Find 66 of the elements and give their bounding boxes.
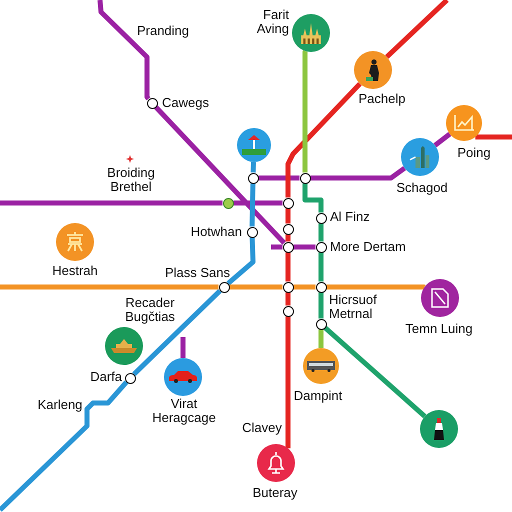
metro-line xyxy=(154,105,286,245)
station-name: Pachelp xyxy=(358,92,406,106)
metro-line xyxy=(286,292,290,306)
metro-line xyxy=(0,380,128,512)
metro-line xyxy=(180,337,186,358)
map-label: Clavey xyxy=(242,421,282,435)
metro-line xyxy=(294,244,316,250)
metro-line xyxy=(132,289,222,376)
station-name: Darfa xyxy=(90,370,122,384)
metro-line xyxy=(302,184,324,212)
station-name: Buteray xyxy=(252,486,298,500)
metro-line xyxy=(433,132,452,148)
station-dot xyxy=(300,172,310,184)
metro-line xyxy=(234,200,282,206)
metro-line xyxy=(230,284,282,290)
metro-line xyxy=(226,237,256,286)
metro-line xyxy=(475,134,512,140)
station-marker xyxy=(420,410,458,448)
metro-line xyxy=(271,244,282,250)
station-name: Schagod xyxy=(396,181,448,195)
station-name: Poing xyxy=(457,146,491,160)
station-name: Dampint xyxy=(294,389,342,403)
metro-line xyxy=(250,183,256,227)
station-name: Hestrah xyxy=(52,264,98,278)
metro-line xyxy=(385,0,449,59)
metro-line xyxy=(310,166,406,180)
metro-line xyxy=(286,252,290,282)
station-dot xyxy=(248,172,258,184)
station-name: Hotwhan xyxy=(190,225,242,239)
metro-line xyxy=(0,284,218,290)
metro-line xyxy=(318,292,324,318)
map-label: Broiding Brethel xyxy=(107,166,155,194)
station-dot xyxy=(282,282,294,292)
station-name: Cawegs xyxy=(162,96,209,110)
metro-line xyxy=(286,82,362,198)
metro-line xyxy=(286,208,290,224)
station-dot xyxy=(282,306,294,316)
metro-line xyxy=(318,330,324,348)
metro-line xyxy=(323,326,426,418)
metro-line xyxy=(258,176,300,180)
metro-line xyxy=(98,0,150,100)
metro-line xyxy=(318,252,324,282)
metro-line xyxy=(286,316,290,448)
station-dot xyxy=(316,282,326,292)
station-name: Plass Sans xyxy=(164,266,230,280)
station-name: More Dertam xyxy=(330,240,406,254)
metro-line xyxy=(326,284,426,290)
station-marker xyxy=(237,128,271,162)
station-name: Farit Aving xyxy=(256,8,289,36)
station-dot xyxy=(282,242,294,252)
map-label: Karleng xyxy=(38,398,82,412)
station-dot xyxy=(282,224,294,234)
station-name: Hicrsuof Metrnal xyxy=(329,293,377,321)
metro-line xyxy=(286,234,290,242)
metro-line xyxy=(0,200,222,206)
metro-line xyxy=(318,224,324,242)
metro-line xyxy=(302,50,308,172)
station-dot xyxy=(282,198,294,208)
station-name: Al Finz xyxy=(330,210,370,224)
station-name: Recader Bugčtias xyxy=(125,296,175,324)
map-label: Pranding xyxy=(136,24,190,38)
station-name: Temn Luing xyxy=(405,322,473,336)
metro-line xyxy=(294,284,316,290)
station-name: Virat Heragcage xyxy=(152,397,216,425)
metro-line xyxy=(250,162,256,173)
station-dot xyxy=(222,198,234,208)
